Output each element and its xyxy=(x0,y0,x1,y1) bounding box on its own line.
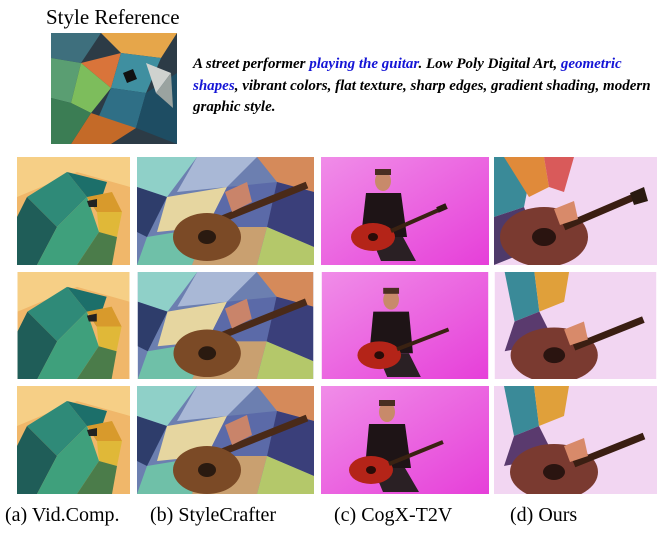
frame-stylecrafter-row-3 xyxy=(137,386,314,494)
style-reference-image xyxy=(51,33,177,144)
prompt-highlight-action: playing the guitar xyxy=(309,56,419,72)
prompt-part-2: . Low Poly Digital Art, xyxy=(418,56,561,72)
frame-cogx-row-2 xyxy=(321,272,489,379)
prompt-highlight-style: geometric shapes xyxy=(193,56,622,94)
caption-stylecrafter: (b) StyleCrafter xyxy=(150,504,277,526)
frame-stylecrafter-row-1 xyxy=(137,157,314,265)
frame-ours-row-3 xyxy=(494,386,657,494)
frame-ours-row-2 xyxy=(494,272,657,379)
caption-ours: (d) Ours xyxy=(510,504,578,526)
frame-cogx-row-3 xyxy=(321,386,489,494)
frame-ours-row-1 xyxy=(494,157,657,265)
caption-cogx: (c) CogX-T2V xyxy=(334,504,453,526)
frame-vidcomp-row-3 xyxy=(17,386,130,494)
frame-cogx-row-1 xyxy=(321,157,489,265)
prompt-part-1: A street performer xyxy=(193,56,310,72)
prompt-text: A street performer playing the guitar. L… xyxy=(193,54,663,119)
frame-vidcomp-row-1 xyxy=(17,157,130,265)
prompt-part-3: , vibrant colors, flat texture, sharp ed… xyxy=(193,77,651,116)
style-reference-title: Style Reference xyxy=(46,5,180,29)
frame-vidcomp-row-2 xyxy=(17,272,130,379)
caption-vidcomp: (a) Vid.Comp. xyxy=(5,504,120,526)
frame-stylecrafter-row-2 xyxy=(137,272,314,379)
